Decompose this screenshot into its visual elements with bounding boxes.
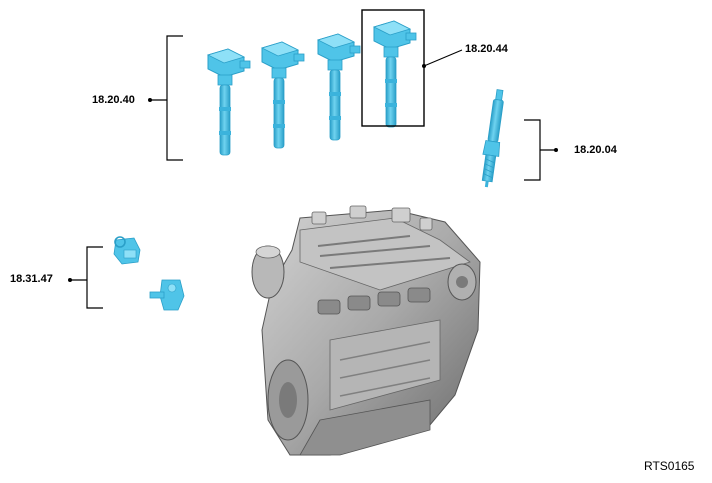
- sensors-bracket-dot: [68, 278, 72, 282]
- spark-plug-bracket-dot: [554, 148, 558, 152]
- engine-assembly: [251, 205, 481, 456]
- sensors-bracket: [70, 246, 103, 309]
- callout-single-coil: 18.20.44: [465, 43, 508, 55]
- sensor-2: [149, 279, 185, 311]
- ignition-coil-3: [317, 33, 361, 141]
- spark-plug: [481, 89, 504, 188]
- single-coil-leader: [423, 49, 463, 67]
- ignition-coil-4: [373, 20, 417, 128]
- callout-sensors: 18.31.47: [10, 273, 53, 285]
- callout-coil-set: 18.20.40: [92, 94, 135, 106]
- figure-reference-code: RTS0165: [644, 459, 695, 473]
- sensor-1: [113, 236, 141, 265]
- coil-set-bracket: [150, 35, 183, 161]
- callout-spark-plug: 18.20.04: [574, 144, 617, 156]
- coil-set-bracket-dot: [148, 98, 152, 102]
- ignition-coil-2: [261, 41, 305, 149]
- spark-plug-bracket: [524, 119, 556, 181]
- ignition-coil-1: [207, 48, 251, 156]
- single-coil-leader-dot: [422, 64, 426, 68]
